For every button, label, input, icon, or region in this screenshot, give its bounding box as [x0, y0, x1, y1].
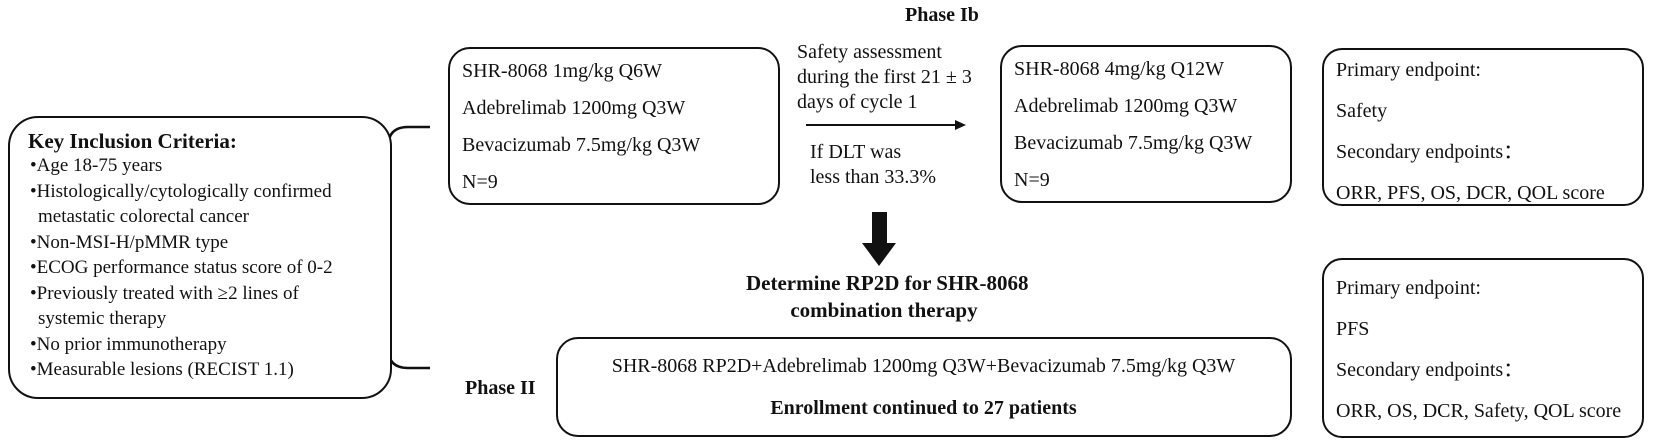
- cohort-1-n: N=9: [462, 171, 498, 193]
- safety-note-line: days of cycle 1: [797, 91, 918, 113]
- endpoints-ii-text: Primary endpoint: PFS Secondary endpoint…: [1336, 268, 1621, 432]
- cohort-2-lines: SHR-8068 4mg/kg Q12W Adebrelimab 1200mg …: [1014, 51, 1252, 199]
- rp2d-line-2: combination therapy: [790, 298, 978, 322]
- primary-endpoint-value: PFS: [1336, 318, 1370, 340]
- secondary-endpoints-value: ORR, PFS, OS, DCR, QOL score: [1336, 182, 1605, 204]
- criteria-item: systemic therapy: [38, 308, 167, 329]
- safety-arrow-head: [955, 120, 966, 130]
- cohort-1-lines: SHR-8068 1mg/kg Q6W Adebrelimab 1200mg Q…: [462, 53, 700, 201]
- cohort-2-drug: Adebrelimab 1200mg Q3W: [1014, 95, 1238, 117]
- criteria-list: •Age 18-75 years •Histologically/cytolog…: [30, 153, 333, 383]
- phase-ii-box: SHR-8068 RP2D+Adebrelimab 1200mg Q3W+Bev…: [556, 337, 1292, 437]
- safety-note-line: Safety assessment: [797, 41, 942, 63]
- cohort-1-drug: SHR-8068 1mg/kg Q6W: [462, 60, 662, 82]
- cohort-2-drug: SHR-8068 4mg/kg Q12W: [1014, 58, 1224, 80]
- dlt-note-line: If DLT was: [810, 141, 902, 163]
- endpoints-ib-text: Primary endpoint: Safety Secondary endpo…: [1336, 50, 1605, 214]
- dlt-note: If DLT was less than 33.3%: [810, 140, 936, 190]
- cohort-1-drug: Adebrelimab 1200mg Q3W: [462, 97, 686, 119]
- phase-ii-regimen: SHR-8068 RP2D+Adebrelimab 1200mg Q3W+Bev…: [611, 355, 1236, 377]
- primary-endpoint-label: Primary endpoint:: [1336, 277, 1481, 299]
- criteria-item: •Histologically/cytologically confirmed: [30, 180, 332, 202]
- primary-endpoint-value: Safety: [1336, 100, 1388, 122]
- cohort-2-n: N=9: [1014, 169, 1050, 191]
- criteria-title: Key Inclusion Criteria:: [28, 129, 237, 153]
- dlt-note-line: less than 33.3%: [810, 166, 937, 188]
- criteria-item: •Non-MSI-H/pMMR type: [30, 231, 229, 253]
- criteria-item: metastatic colorectal cancer: [38, 206, 249, 227]
- inclusion-criteria-box: Key Inclusion Criteria: •Age 18-75 years…: [8, 116, 392, 399]
- criteria-item: •Measurable lesions (RECIST 1.1): [30, 359, 294, 380]
- primary-endpoint-label: Primary endpoint:: [1336, 59, 1481, 81]
- phase-ii-enrollment: Enrollment continued to 27 patients: [770, 397, 1077, 419]
- criteria-item: •ECOG performance status score of 0-2: [30, 257, 333, 278]
- criteria-item: •Age 18-75 years: [30, 155, 163, 176]
- phase-ii-label: Phase II: [465, 377, 536, 399]
- secondary-endpoints-label: Secondary endpoints：: [1336, 141, 1524, 163]
- cohort-2-drug: Bevacizumab 7.5mg/kg Q3W: [1014, 132, 1253, 154]
- phase-ib-label: Phase Ib: [905, 4, 979, 26]
- rp2d-line-1: Determine RP2D for SHR-8068: [746, 271, 1029, 295]
- secondary-endpoints-value: ORR, OS, DCR, Safety, QOL score: [1336, 400, 1622, 422]
- cohort-2-box: SHR-8068 4mg/kg Q12W Adebrelimab 1200mg …: [1000, 45, 1292, 203]
- criteria-item: •Previously treated with ≥2 lines of: [30, 282, 299, 304]
- down-arrow: [862, 212, 896, 266]
- criteria-item: •No prior immunotherapy: [30, 333, 227, 355]
- cohort-1-box: SHR-8068 1mg/kg Q6W Adebrelimab 1200mg Q…: [448, 47, 780, 205]
- endpoints-ib-box: Primary endpoint: Safety Secondary endpo…: [1322, 48, 1644, 206]
- cohort-1-drug: Bevacizumab 7.5mg/kg Q3W: [462, 134, 701, 156]
- secondary-endpoints-label: Secondary endpoints：: [1336, 359, 1524, 381]
- safety-note-line: during the first 21 ± 3: [797, 66, 972, 88]
- endpoints-ii-box: Primary endpoint: PFS Secondary endpoint…: [1322, 258, 1644, 438]
- safety-note: Safety assessment during the first 21 ± …: [797, 40, 972, 115]
